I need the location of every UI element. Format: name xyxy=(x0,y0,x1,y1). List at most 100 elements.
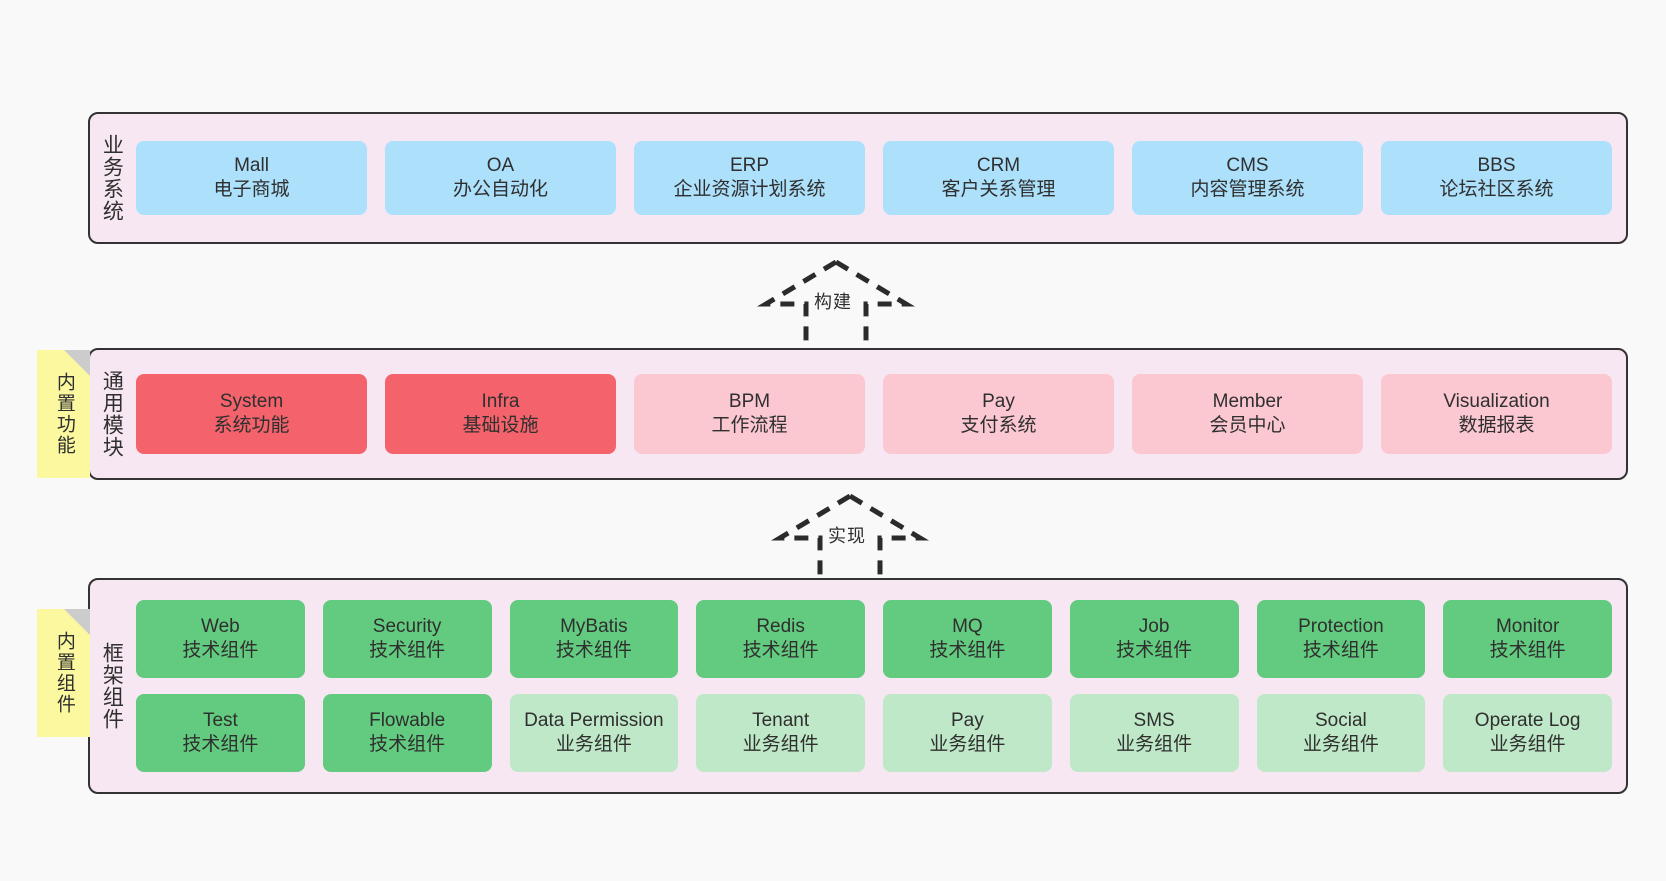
card-name: Tenant xyxy=(752,710,810,732)
framework-card-web[interactable]: Web 技术组件 xyxy=(136,600,305,678)
card-desc: 技术组件 xyxy=(369,734,446,755)
layer-framework-components: 框架组件 Web 技术组件 Security 技术组件 MyBatis 技术组件… xyxy=(88,578,1628,794)
card-name: Flowable xyxy=(369,710,446,732)
card-name: Visualization xyxy=(1443,391,1550,413)
note-builtin-component: 内置组件 xyxy=(37,609,90,737)
card-desc: 技术组件 xyxy=(369,640,446,661)
layer-body-module: System 系统功能 Infra 基础设施 BPM 工作流程 Pay 支付系统… xyxy=(132,350,1626,478)
framework-card-redis[interactable]: Redis 技术组件 xyxy=(696,600,865,678)
business-card-mall[interactable]: Mall 电子商城 xyxy=(136,141,367,215)
framework-card-security[interactable]: Security 技术组件 xyxy=(322,600,492,678)
arrow-implement: 实现 xyxy=(770,492,930,584)
card-name: Redis xyxy=(756,616,805,638)
module-card-member[interactable]: Member 会员中心 xyxy=(1132,374,1363,454)
layer-title-framework: 框架组件 xyxy=(100,642,124,730)
card-desc: 技术组件 xyxy=(929,640,1006,661)
card-desc: 业务组件 xyxy=(555,734,632,755)
card-desc: 技术组件 xyxy=(182,734,259,755)
card-desc: 电子商城 xyxy=(213,179,290,200)
framework-card-sms[interactable]: SMS 业务组件 xyxy=(1069,694,1239,772)
card-desc: 技术组件 xyxy=(555,640,632,661)
layer-title-module: 通用模块 xyxy=(100,370,124,458)
framework-card-test[interactable]: Test 技术组件 xyxy=(136,694,305,772)
card-name: Protection xyxy=(1298,616,1384,638)
card-name: CRM xyxy=(976,155,1021,177)
card-desc: 业务组件 xyxy=(742,734,819,755)
business-card-crm[interactable]: CRM 客户关系管理 xyxy=(883,141,1114,215)
layer-body-business: Mall 电子商城 OA 办公自动化 ERP 企业资源计划系统 CRM 客户关系… xyxy=(132,114,1626,242)
card-name: Web xyxy=(201,616,240,638)
business-card-erp[interactable]: ERP 企业资源计划系统 xyxy=(634,141,865,215)
card-name: Job xyxy=(1138,616,1170,638)
card-name: Data Permission xyxy=(524,710,664,732)
framework-card-tenant[interactable]: Tenant 业务组件 xyxy=(696,694,865,772)
card-desc: 业务组件 xyxy=(1302,734,1379,755)
card-desc: 技术组件 xyxy=(1116,640,1193,661)
module-card-visualization[interactable]: Visualization 数据报表 xyxy=(1381,374,1612,454)
framework-card-operate-log[interactable]: Operate Log 业务组件 xyxy=(1443,694,1612,772)
framework-row-tech: Web 技术组件 Security 技术组件 MyBatis 技术组件 Redi… xyxy=(136,600,1612,678)
framework-card-monitor[interactable]: Monitor 技术组件 xyxy=(1443,600,1612,678)
card-name: ERP xyxy=(729,155,770,177)
framework-card-data-permission[interactable]: Data Permission 业务组件 xyxy=(509,694,679,772)
card-name: Security xyxy=(372,616,442,638)
card-desc: 业务组件 xyxy=(1116,734,1193,755)
module-card-bpm[interactable]: BPM 工作流程 xyxy=(634,374,865,454)
note-label: 内置组件 xyxy=(53,631,75,715)
note-builtin-function: 内置功能 xyxy=(37,350,90,478)
framework-card-mybatis[interactable]: MyBatis 技术组件 xyxy=(509,600,679,678)
card-name: Operate Log xyxy=(1474,710,1581,732)
card-desc: 内容管理系统 xyxy=(1190,179,1305,200)
card-name: Pay xyxy=(982,391,1015,413)
framework-card-pay[interactable]: Pay 业务组件 xyxy=(883,694,1052,772)
card-name: BBS xyxy=(1477,155,1516,177)
card-name: Pay xyxy=(951,710,984,732)
module-row: System 系统功能 Infra 基础设施 BPM 工作流程 Pay 支付系统… xyxy=(136,374,1612,454)
card-desc: 数据报表 xyxy=(1458,415,1535,436)
card-name: SMS xyxy=(1133,710,1175,732)
arrow-build-label: 构建 xyxy=(814,292,852,312)
framework-card-social[interactable]: Social 业务组件 xyxy=(1256,694,1426,772)
card-name: Test xyxy=(202,710,238,732)
arrow-build: 构建 xyxy=(756,258,916,350)
layer-body-framework: Web 技术组件 Security 技术组件 MyBatis 技术组件 Redi… xyxy=(132,580,1626,792)
card-name: Infra xyxy=(481,391,520,413)
card-desc: 技术组件 xyxy=(182,640,259,661)
card-name: Mall xyxy=(234,155,269,177)
layer-title-business: 业务系统 xyxy=(100,134,124,222)
card-desc: 会员中心 xyxy=(1209,415,1286,436)
framework-card-protection[interactable]: Protection 技术组件 xyxy=(1256,600,1426,678)
business-card-cms[interactable]: CMS 内容管理系统 xyxy=(1132,141,1363,215)
card-desc: 基础设施 xyxy=(462,415,539,436)
card-name: Monitor xyxy=(1495,616,1560,638)
framework-card-mq[interactable]: MQ 技术组件 xyxy=(883,600,1052,678)
module-card-infra[interactable]: Infra 基础设施 xyxy=(385,374,616,454)
card-desc: 技术组件 xyxy=(1302,640,1379,661)
card-desc: 论坛社区系统 xyxy=(1439,179,1554,200)
card-name: OA xyxy=(486,155,515,177)
framework-card-job[interactable]: Job 技术组件 xyxy=(1069,600,1239,678)
card-desc: 办公自动化 xyxy=(452,179,548,200)
card-name: System xyxy=(219,391,284,413)
card-desc: 系统功能 xyxy=(213,415,290,436)
business-card-oa[interactable]: OA 办公自动化 xyxy=(385,141,616,215)
framework-row-biz: Test 技术组件 Flowable 技术组件 Data Permission … xyxy=(136,694,1612,772)
card-desc: 企业资源计划系统 xyxy=(673,179,826,200)
card-name: Social xyxy=(1315,710,1367,732)
business-card-bbs[interactable]: BBS 论坛社区系统 xyxy=(1381,141,1612,215)
card-name: Member xyxy=(1212,391,1283,413)
module-card-pay[interactable]: Pay 支付系统 xyxy=(883,374,1114,454)
module-card-system[interactable]: System 系统功能 xyxy=(136,374,367,454)
card-name: MyBatis xyxy=(560,616,628,638)
note-label: 内置功能 xyxy=(53,372,75,456)
card-desc: 业务组件 xyxy=(929,734,1006,755)
card-desc: 支付系统 xyxy=(960,415,1037,436)
card-desc: 技术组件 xyxy=(1489,640,1566,661)
framework-card-flowable[interactable]: Flowable 技术组件 xyxy=(322,694,492,772)
card-desc: 业务组件 xyxy=(1489,734,1566,755)
card-name: MQ xyxy=(952,616,983,638)
business-row: Mall 电子商城 OA 办公自动化 ERP 企业资源计划系统 CRM 客户关系… xyxy=(136,141,1612,215)
arrow-implement-label: 实现 xyxy=(828,526,866,546)
card-name: CMS xyxy=(1226,155,1269,177)
